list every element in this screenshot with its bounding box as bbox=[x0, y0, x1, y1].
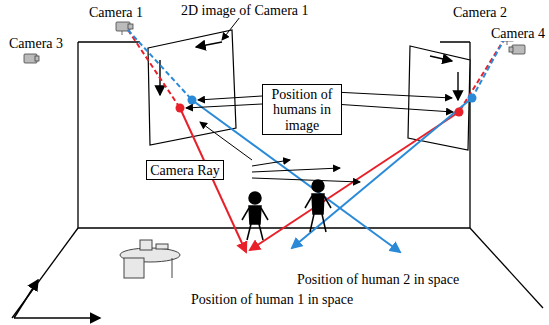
camera-label: Camera 3 bbox=[8, 36, 64, 51]
callout-text: Camera Ray bbox=[147, 163, 223, 178]
callout-text: Position of humans in image bbox=[263, 87, 341, 133]
desk bbox=[120, 240, 180, 278]
callout-box: Position of humans in image bbox=[262, 84, 342, 135]
plane-label: 2D image of Camera 1 bbox=[180, 3, 310, 18]
image-planes bbox=[148, 30, 470, 150]
camera-label: Camera 4 bbox=[490, 26, 546, 41]
callout-box: Camera Ray bbox=[146, 160, 224, 180]
camera-label: Camera 2 bbox=[452, 5, 508, 20]
camera-icons bbox=[24, 22, 525, 63]
axes bbox=[14, 280, 100, 318]
space-label: Position of human 2 in space bbox=[296, 272, 460, 287]
camera-label: Camera 1 bbox=[88, 5, 144, 20]
leader-arrow bbox=[222, 17, 240, 40]
humans bbox=[242, 180, 331, 240]
camera-rays bbox=[128, 30, 505, 252]
room bbox=[12, 42, 543, 318]
space-label: Position of human 1 in space bbox=[190, 292, 354, 307]
